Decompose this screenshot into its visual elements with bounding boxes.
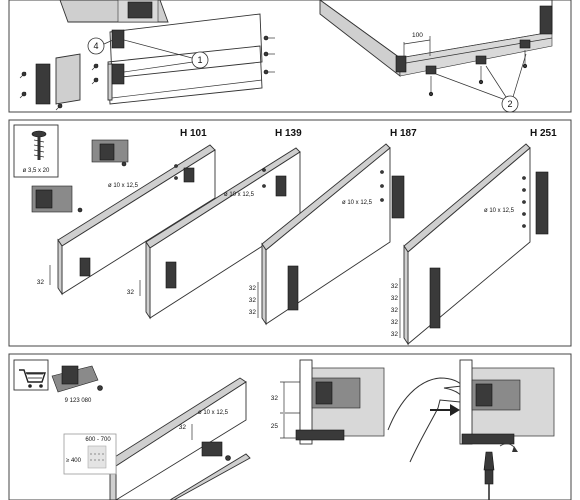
hinge-part-icon [51, 365, 103, 393]
top-section: 4 1 100 [8, 0, 572, 113]
dim-h139-0: 32 [127, 289, 135, 296]
part-number-label: 9 123 080 [65, 398, 92, 404]
variant-h251: H 251 ø 10 x 12,5 32 32 32 32 32 [391, 128, 557, 346]
callout-1-label: 1 [197, 55, 202, 65]
min-label: ≥ 400 [66, 458, 82, 464]
bottom-board: ø 10 x 12,5 32 [109, 377, 251, 500]
screw-icon [31, 130, 47, 160]
section-view-assembled [459, 359, 555, 445]
bottom-bore-dim: 32 [179, 424, 187, 431]
variant-h139: H 139 ø 10 x 12,5 32 [127, 128, 302, 320]
variant-title-h187: H 187 [390, 128, 417, 139]
dimension-100-label: 100 [412, 32, 423, 39]
variant-h101: H 101 ø 10 x 12,5 32 [37, 128, 216, 296]
screwdriver-icon [483, 443, 518, 500]
callout-2: 4 [87, 37, 114, 55]
dim-h187-2: 32 [249, 309, 257, 316]
dim-h251-3: 32 [391, 319, 399, 326]
drawer-front-left-assembly: 4 1 [19, 0, 275, 111]
callout-4: 2 [435, 53, 527, 113]
dim-top-label: 32 [271, 395, 279, 402]
screw-icon [425, 39, 531, 97]
dim-h251-1: 32 [391, 295, 399, 302]
middle-section: ø 3,5 x 20 H 101 ø 10 x 12,5 32 H 139 [8, 119, 572, 347]
screw-spec-label: ø 3,5 x 20 [23, 168, 50, 174]
bore-label-h139: ø 10 x 12,5 [224, 192, 255, 198]
range-label: 600 - 700 [85, 437, 111, 443]
dim-h251-4: 32 [391, 331, 399, 338]
bore-label-h101: ø 10 x 12,5 [108, 183, 139, 189]
bore-label-h187: ø 10 x 12,5 [342, 200, 373, 206]
drawer-box-assembly: 100 2 [319, 0, 553, 113]
dim-h187-1: 32 [249, 297, 257, 304]
dim-h251-2: 32 [391, 307, 399, 314]
section-view-dimensions: 32 25 [271, 359, 385, 445]
callout-4-label: 2 [507, 99, 512, 109]
size-reference-box: 600 - 700 ≥ 400 [63, 433, 117, 475]
dim-bottom-label: 25 [271, 423, 279, 430]
hinge-hardware-left [31, 139, 129, 213]
bottom-bore-label: ø 10 x 12,5 [198, 410, 229, 416]
callout-2-label: 4 [93, 41, 98, 51]
variant-title-h139: H 139 [275, 128, 302, 139]
bore-label-h251: ø 10 x 12,5 [484, 208, 515, 214]
variant-title-h251: H 251 [530, 128, 557, 139]
dim-h101-0: 32 [37, 279, 45, 286]
bottom-section: 9 123 080 ø 10 x 12,5 32 600 - 700 ≥ 400 [8, 353, 572, 500]
shopping-cart-icon [13, 359, 49, 391]
variant-h187: H 187 ø 10 x 12,5 32 32 32 [249, 128, 417, 326]
hand-icon [387, 377, 463, 463]
variant-title-h101: H 101 [180, 128, 207, 139]
arrow-right-icon [430, 404, 460, 416]
dim-h187-0: 32 [249, 285, 257, 292]
callout-1: 1 [123, 39, 209, 73]
dim-h251-0: 32 [391, 283, 399, 290]
screw-spec-box: ø 3,5 x 20 [13, 124, 59, 178]
